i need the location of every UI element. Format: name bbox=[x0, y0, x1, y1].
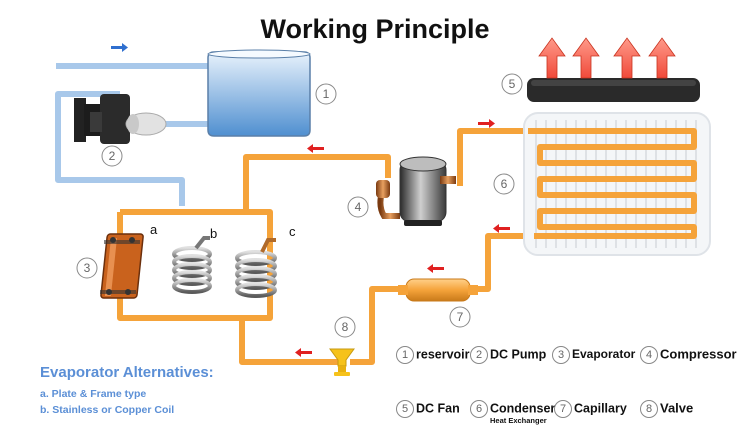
legend-label: Valve bbox=[660, 400, 694, 416]
legend-sublabel-heat-exchanger: Heat Exchanger bbox=[490, 416, 547, 425]
flow-arrows bbox=[111, 43, 510, 357]
diagram-title: Working Principle bbox=[260, 14, 490, 44]
legend-label: reservoir bbox=[416, 347, 470, 362]
callout-2: 2 bbox=[109, 149, 116, 163]
legend-num: 2 bbox=[470, 346, 488, 364]
reservoir bbox=[207, 49, 311, 137]
legend-num: 7 bbox=[554, 400, 572, 418]
legend-num: 1 bbox=[396, 346, 414, 364]
legend-label: DC Pump bbox=[490, 347, 547, 362]
legend-label: Evaporator bbox=[572, 347, 636, 362]
water-line bbox=[55, 63, 208, 206]
alternative-coil: b. Stainless or Copper Coil bbox=[40, 404, 175, 416]
letter-b: b bbox=[210, 226, 217, 241]
compressor bbox=[376, 156, 456, 226]
legend-num: 4 bbox=[640, 346, 658, 364]
valve bbox=[329, 348, 355, 376]
legend-num: 8 bbox=[640, 400, 658, 418]
evaporator-plate-frame bbox=[100, 233, 144, 299]
callout-7: 7 bbox=[457, 310, 464, 324]
evaporator-coil-b bbox=[172, 236, 212, 294]
dc-pump bbox=[74, 94, 167, 144]
legend-num: 6 bbox=[470, 400, 488, 418]
evaporator-alternatives-heading: Evaporator Alternatives: bbox=[40, 364, 214, 381]
callout-6: 6 bbox=[501, 177, 508, 191]
legend-label: DC Fan bbox=[416, 401, 460, 416]
legend-label: Compressor bbox=[660, 346, 737, 362]
callout-8: 8 bbox=[342, 320, 349, 334]
callout-5: 5 bbox=[509, 77, 516, 91]
callout-3: 3 bbox=[84, 261, 91, 275]
callout-4: 4 bbox=[355, 200, 362, 214]
callout-1: 1 bbox=[323, 87, 330, 101]
legend-label: Condenser bbox=[490, 401, 556, 416]
legend-num: 3 bbox=[552, 346, 570, 364]
evaporator-coil-c bbox=[235, 238, 277, 298]
capillary bbox=[398, 278, 478, 302]
letter-a: a bbox=[150, 222, 158, 237]
alternative-plate-frame: a. Plate & Frame type bbox=[40, 388, 147, 400]
condenser bbox=[523, 112, 711, 256]
heat-arrows bbox=[538, 37, 676, 79]
dc-fan bbox=[527, 78, 700, 102]
letter-c: c bbox=[289, 224, 296, 239]
legend-num: 5 bbox=[396, 400, 414, 418]
legend-label: Capillary bbox=[574, 401, 627, 416]
component-letters: a b c bbox=[150, 222, 296, 241]
callout-markers bbox=[76, 73, 523, 338]
callout-numbers: 1 2 3 4 5 6 7 8 bbox=[84, 77, 516, 334]
refrigerant-line bbox=[117, 128, 534, 365]
